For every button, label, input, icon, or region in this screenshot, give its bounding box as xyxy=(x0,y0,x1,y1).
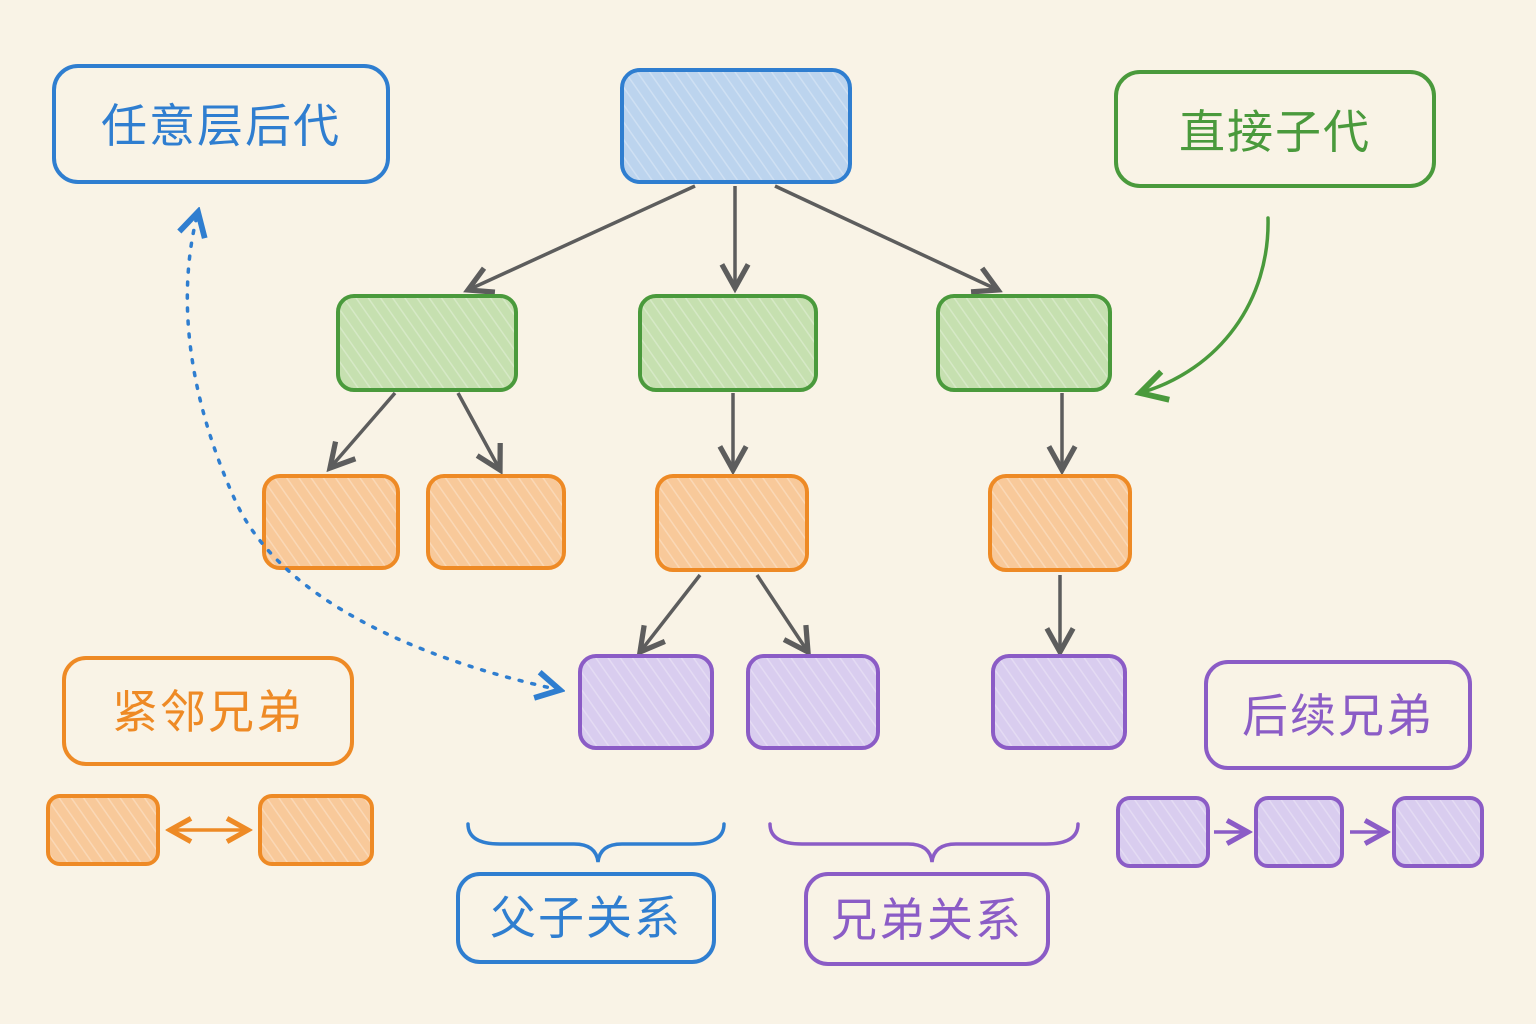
grandchild-node-3-hatch xyxy=(659,478,805,568)
edge-root-child3 xyxy=(774,184,998,290)
root-node-hatch xyxy=(624,72,848,180)
edge-child1-grandchild2 xyxy=(456,392,500,470)
descendant-label-box xyxy=(52,64,390,184)
descendant-dotted-arrow xyxy=(187,212,560,690)
general-example-node-3-hatch xyxy=(1396,800,1480,864)
adjacent-sibling-label: 紧邻兄弟 xyxy=(112,685,304,739)
edge-root-child1 xyxy=(468,184,696,290)
leaf-node-1-hatch xyxy=(582,658,710,746)
child-label: 直接子代 xyxy=(1179,105,1371,159)
child-node-2-hatch xyxy=(642,298,814,388)
general-example-node-1-hatch xyxy=(1120,800,1206,864)
child-label-box xyxy=(1114,70,1436,188)
general-example-node-2-hatch xyxy=(1258,800,1340,864)
tree-edges xyxy=(330,184,1062,652)
general-sibling-label-box xyxy=(1204,660,1472,770)
general-sibling-annotation: 后续兄弟 xyxy=(1116,660,1484,868)
child-node-3-hatch xyxy=(940,298,1108,388)
adjacent-sibling-annotation: 紧邻兄弟 xyxy=(46,656,374,866)
grandchild-node-2-hatch xyxy=(430,478,562,566)
sibling-label: 兄弟关系 xyxy=(831,893,1023,947)
parent-child-label: 父子关系 xyxy=(490,891,682,945)
parent-child-annotation: 父子关系 xyxy=(456,822,726,964)
sibling-relation-annotation: 兄弟关系 xyxy=(768,822,1080,966)
edge-grandchild3-leaf2 xyxy=(755,574,808,652)
general-sibling-label: 后续兄弟 xyxy=(1242,689,1434,743)
edge-grandchild3-leaf1 xyxy=(640,573,702,652)
adjacent-sibling-label-box xyxy=(62,656,354,766)
sibling-brace xyxy=(768,822,1080,863)
descendant-annotation: 任意层后代 xyxy=(52,64,560,690)
adjacent-example-node-2-hatch xyxy=(262,798,370,862)
grandchild-node-1-hatch xyxy=(266,478,396,566)
edge-child1-grandchild1 xyxy=(330,391,397,468)
parent-child-label-box xyxy=(456,872,716,964)
child-annotation: 直接子代 xyxy=(1114,70,1436,393)
sibling-label-box xyxy=(804,872,1050,966)
grandchild-node-4-hatch xyxy=(992,478,1128,568)
tree-nodes xyxy=(262,68,1132,750)
child-node-1-hatch xyxy=(340,298,514,388)
child-curved-arrow xyxy=(1140,216,1270,393)
adjacent-example-node-1-hatch xyxy=(50,798,156,862)
leaf-node-3-hatch xyxy=(995,658,1123,746)
descendant-label: 任意层后代 xyxy=(101,99,341,153)
parent-child-brace xyxy=(466,822,726,863)
leaf-node-2-hatch xyxy=(750,658,876,746)
